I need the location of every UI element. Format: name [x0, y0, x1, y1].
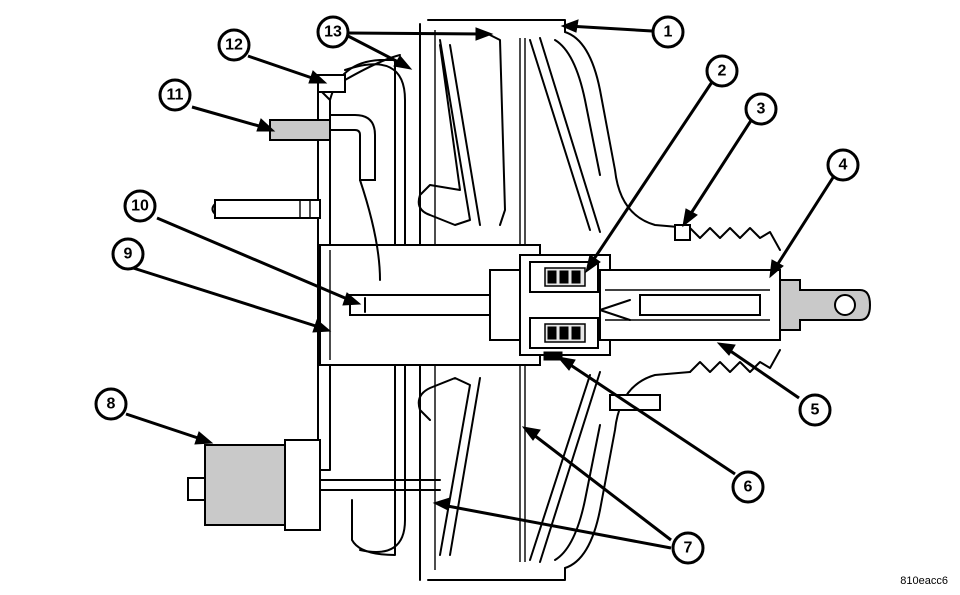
- svg-text:3: 3: [757, 101, 766, 118]
- figure-code: 810eacc6: [900, 575, 948, 587]
- callout-6: 6: [731, 470, 765, 504]
- check-valve: [269, 114, 381, 281]
- callout-13: 13: [316, 15, 350, 49]
- svg-text:5: 5: [811, 402, 820, 419]
- callout-11: 11: [158, 78, 192, 112]
- callout-5: 5: [798, 393, 832, 427]
- diaphragms: [417, 34, 601, 563]
- callout-1: 1: [651, 15, 685, 49]
- callout-4: 4: [826, 148, 860, 182]
- svg-text:12: 12: [225, 37, 243, 54]
- callout-7: 7: [671, 531, 705, 565]
- callout-8: 8: [94, 387, 128, 421]
- svg-text:1: 1: [664, 24, 673, 41]
- callout-10: 10: [123, 189, 157, 223]
- svg-text:10: 10: [131, 198, 149, 215]
- callout-2: 2: [705, 54, 739, 88]
- leader-lines: [125, 19, 836, 550]
- power-piston: [319, 244, 611, 366]
- svg-text:9: 9: [124, 246, 133, 263]
- svg-text:2: 2: [718, 63, 727, 80]
- svg-text:7: 7: [684, 540, 693, 557]
- electrical-connector: [187, 439, 441, 531]
- svg-text:4: 4: [839, 157, 848, 174]
- svg-text:8: 8: [107, 396, 116, 413]
- vacuum-sensor: [317, 54, 401, 93]
- svg-text:11: 11: [167, 87, 184, 104]
- callout-3: 3: [744, 92, 778, 126]
- svg-text:6: 6: [744, 479, 753, 496]
- svg-text:13: 13: [324, 24, 342, 41]
- callout-9: 9: [111, 237, 145, 271]
- front-fittings: [211, 199, 321, 219]
- pushrod-assembly: [599, 227, 872, 373]
- callout-12: 12: [217, 28, 251, 62]
